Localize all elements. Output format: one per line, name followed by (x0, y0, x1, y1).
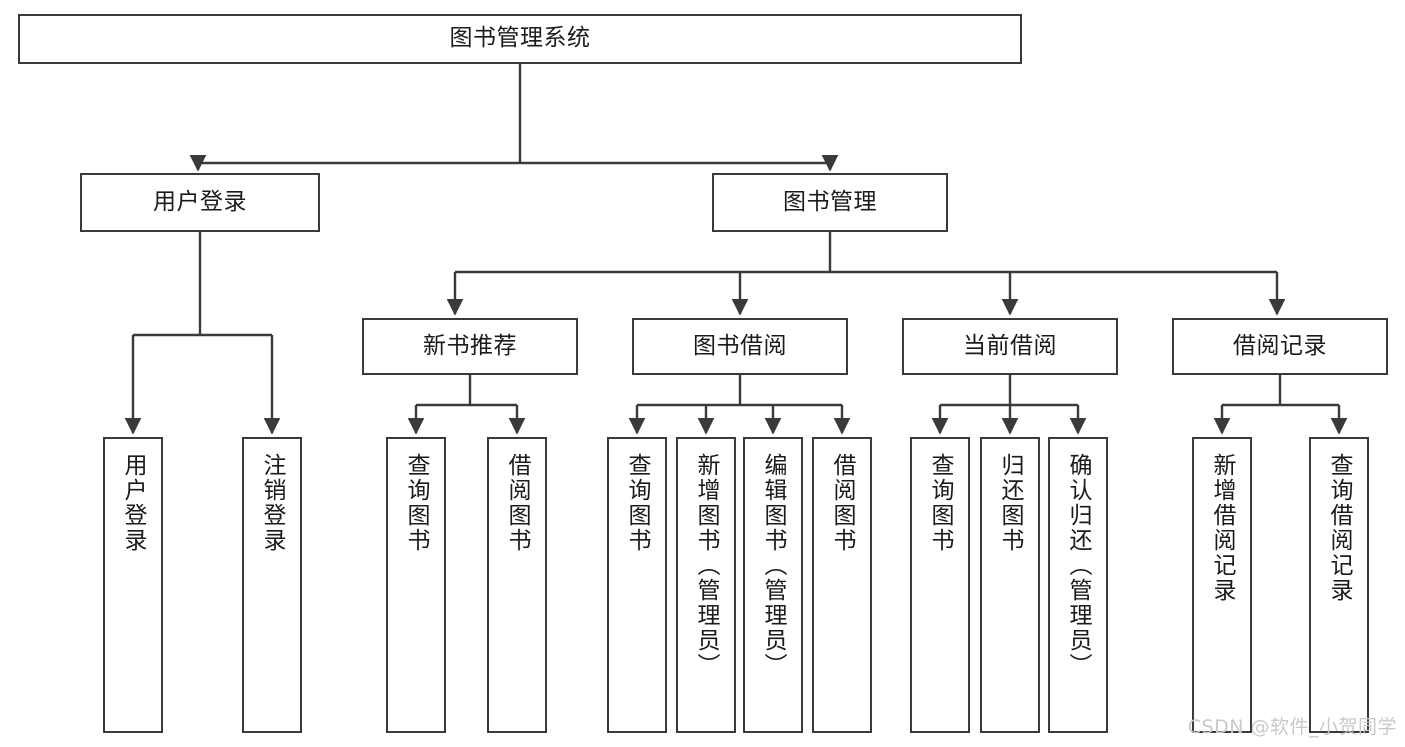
node-label: 图书借阅 (693, 332, 787, 359)
node-label: 借阅图书 (504, 453, 531, 553)
node-book-management[interactable]: 图书管理 (712, 173, 948, 232)
node-label: 借阅记录 (1233, 332, 1327, 359)
leaf-current-query-book[interactable]: 查询图书 (910, 437, 970, 733)
leaf-record-add-borrow-record[interactable]: 新增借阅记录 (1192, 437, 1252, 733)
leaf-current-confirm-return-admin[interactable]: 确认归还（管理员） (1048, 437, 1108, 733)
node-label: 新书推荐 (423, 332, 517, 359)
node-label: 查询图书 (927, 453, 954, 553)
node-label: 图书管理 (783, 188, 877, 215)
node-label: 查询图书 (624, 453, 651, 553)
node-current-borrowing[interactable]: 当前借阅 (902, 318, 1118, 375)
leaf-user-login-logout[interactable]: 注销登录 (242, 437, 302, 733)
node-user-login[interactable]: 用户登录 (80, 173, 320, 232)
node-book-borrowing[interactable]: 图书借阅 (632, 318, 848, 375)
leaf-borrow-query-book[interactable]: 查询图书 (607, 437, 667, 733)
node-label: 图书管理系统 (449, 25, 591, 52)
node-label: 归还图书 (997, 453, 1024, 553)
node-label: 当前借阅 (963, 332, 1057, 359)
node-label: 借阅图书 (829, 453, 856, 553)
node-new-book-recommendation[interactable]: 新书推荐 (362, 318, 578, 375)
node-root-book-management-system[interactable]: 图书管理系统 (18, 14, 1022, 64)
leaf-new-book-borrow-book[interactable]: 借阅图书 (487, 437, 547, 733)
node-label: 查询图书 (403, 453, 430, 553)
node-borrowing-record[interactable]: 借阅记录 (1172, 318, 1388, 375)
leaf-borrow-edit-book-admin[interactable]: 编辑图书（管理员） (743, 437, 803, 733)
leaf-new-book-query-book[interactable]: 查询图书 (386, 437, 446, 733)
node-label: 注销登录 (259, 453, 286, 553)
node-label: 用户登录 (153, 188, 247, 215)
leaf-borrow-borrow-book[interactable]: 借阅图书 (812, 437, 872, 733)
node-label: 新增借阅记录 (1209, 453, 1236, 603)
leaf-record-query-borrow-record[interactable]: 查询借阅记录 (1309, 437, 1369, 733)
node-label: 查询借阅记录 (1326, 453, 1353, 603)
leaf-user-login-login[interactable]: 用户登录 (103, 437, 163, 733)
leaf-current-return-book[interactable]: 归还图书 (980, 437, 1040, 733)
node-label: 确认归还（管理员） (1065, 453, 1092, 678)
node-label: 编辑图书（管理员） (760, 453, 787, 678)
node-label: 新增图书（管理员） (693, 453, 720, 678)
leaf-borrow-add-book-admin[interactable]: 新增图书（管理员） (676, 437, 736, 733)
node-label: 用户登录 (120, 453, 147, 553)
